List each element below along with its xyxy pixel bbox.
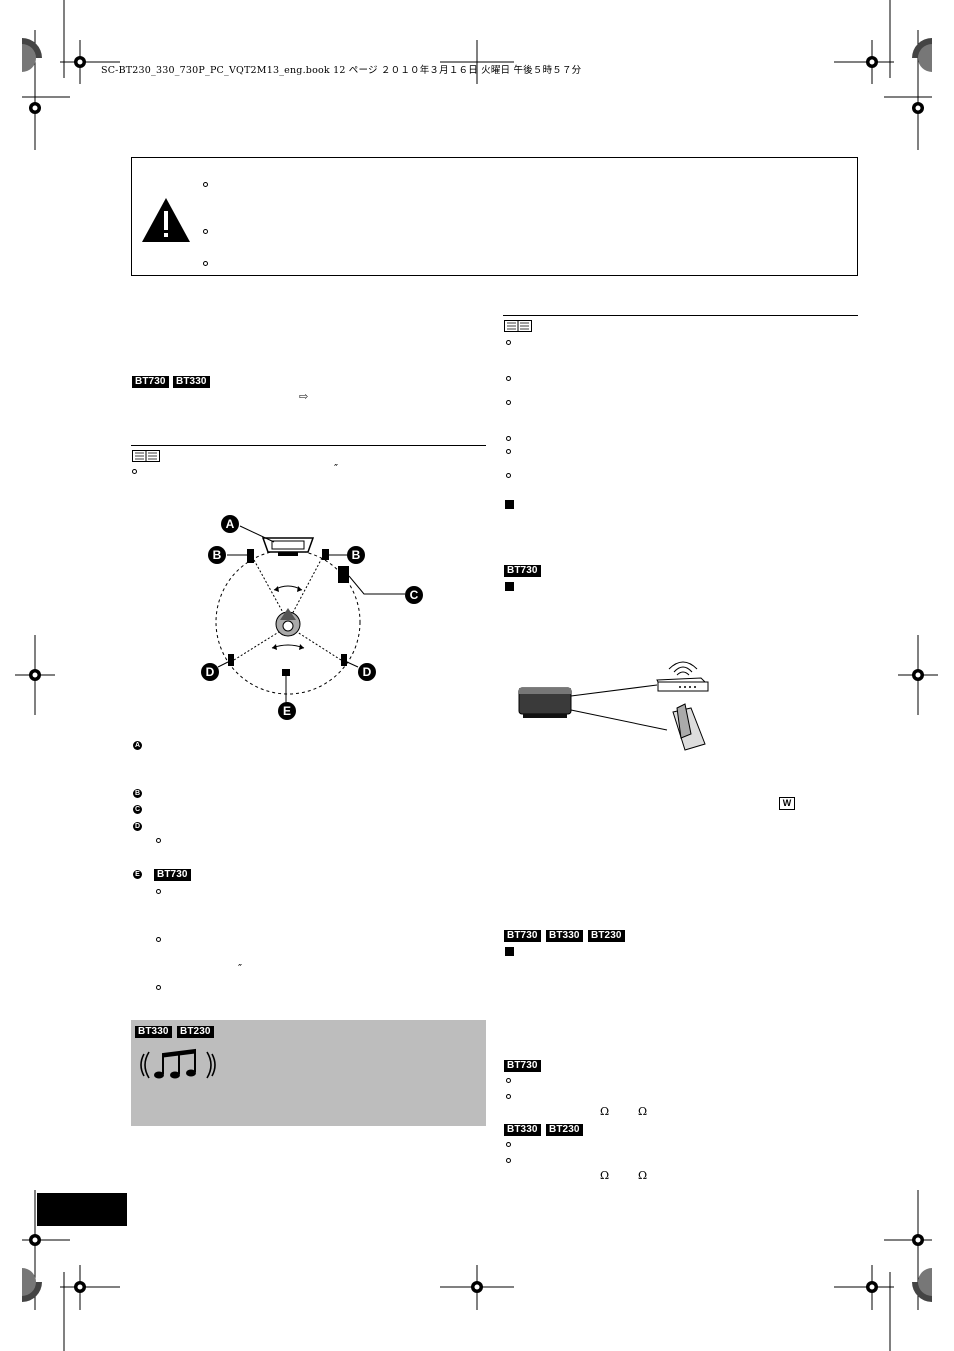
reference-arrow-icon: ⇨ [299, 390, 309, 403]
section-square-marker [505, 947, 514, 956]
legend-marker-e: E [133, 870, 142, 879]
front-right-speaker [322, 549, 329, 560]
diagram-label-d-right: D [358, 663, 376, 681]
section-divider [503, 315, 858, 316]
list-bullet [203, 182, 208, 187]
reference-box-w: W [779, 797, 795, 810]
network-connection-illustration [518, 661, 709, 751]
list-bullet [506, 340, 511, 345]
diagram-label-a: A [221, 515, 239, 533]
section-square-marker [505, 582, 514, 591]
surround-right-speaker [341, 654, 347, 666]
note-book-icon [132, 450, 160, 462]
ohm-symbol: Ω [600, 1105, 610, 1118]
legend-marker-b: B [133, 789, 142, 798]
legend-marker-a: A [133, 741, 142, 750]
model-badge-bt730: BT730 [132, 376, 169, 388]
section-square-marker [505, 500, 514, 509]
model-badge-bt730: BT730 [504, 930, 541, 942]
ohm-symbol: Ω [638, 1169, 648, 1182]
file-header: SC-BT230_330_730P_PC_VQT2M13_eng.book 12… [101, 65, 582, 76]
list-bullet [506, 473, 511, 478]
list-bullet [506, 449, 511, 454]
legend-marker-d: D [133, 822, 142, 831]
wireless-router [657, 681, 709, 692]
model-badge-bt730: BT730 [504, 565, 541, 577]
list-bullet [156, 889, 161, 894]
speaker-placement-diagram [215, 525, 405, 702]
ohm-symbol: Ω [638, 1105, 648, 1118]
diagram-label-e: E [278, 702, 296, 720]
list-bullet [506, 376, 511, 381]
surround-left-speaker [228, 654, 234, 666]
list-bullet [156, 937, 161, 942]
model-badge-bt330: BT330 [135, 1026, 172, 1038]
list-bullet [156, 985, 161, 990]
section-divider [131, 445, 486, 446]
double-prime-mark: ″ [238, 962, 243, 975]
list-bullet [506, 1142, 511, 1147]
subwoofer [338, 566, 349, 583]
list-bullet [132, 469, 137, 474]
model-badge-bt730: BT730 [154, 869, 191, 881]
list-bullet [156, 838, 161, 843]
warning-triangle-icon [142, 198, 190, 242]
list-bullet [203, 261, 208, 266]
page-number-tab [37, 1193, 127, 1226]
diagram-label-b-right: B [347, 546, 365, 564]
list-bullet [203, 229, 208, 234]
diagram-label-b-left: B [208, 546, 226, 564]
model-badge-bt330: BT330 [546, 930, 583, 942]
model-badge-bt330: BT330 [504, 1124, 541, 1136]
list-bullet [506, 400, 511, 405]
ohm-symbol: Ω [600, 1169, 610, 1182]
model-badge-bt230: BT230 [588, 930, 625, 942]
rear-center-speaker [282, 669, 290, 676]
model-badge-bt330: BT330 [173, 376, 210, 388]
note-book-icon [504, 320, 532, 332]
model-badge-bt230: BT230 [177, 1026, 214, 1038]
double-prime-mark: ″ [334, 462, 339, 475]
list-bullet [506, 1078, 511, 1083]
music-notes-icon [140, 1048, 216, 1079]
list-bullet [506, 1158, 511, 1163]
model-badge-bt730: BT730 [504, 1060, 541, 1072]
diagram-label-c: C [405, 586, 423, 604]
legend-marker-c: C [133, 805, 142, 814]
list-bullet [506, 436, 511, 441]
warning-box [131, 157, 858, 276]
front-left-speaker [247, 549, 254, 563]
list-bullet [506, 1094, 511, 1099]
diagram-label-d-left: D [201, 663, 219, 681]
info-panel: BT330 BT230 [131, 1020, 486, 1126]
model-badge-bt230: BT230 [546, 1124, 583, 1136]
